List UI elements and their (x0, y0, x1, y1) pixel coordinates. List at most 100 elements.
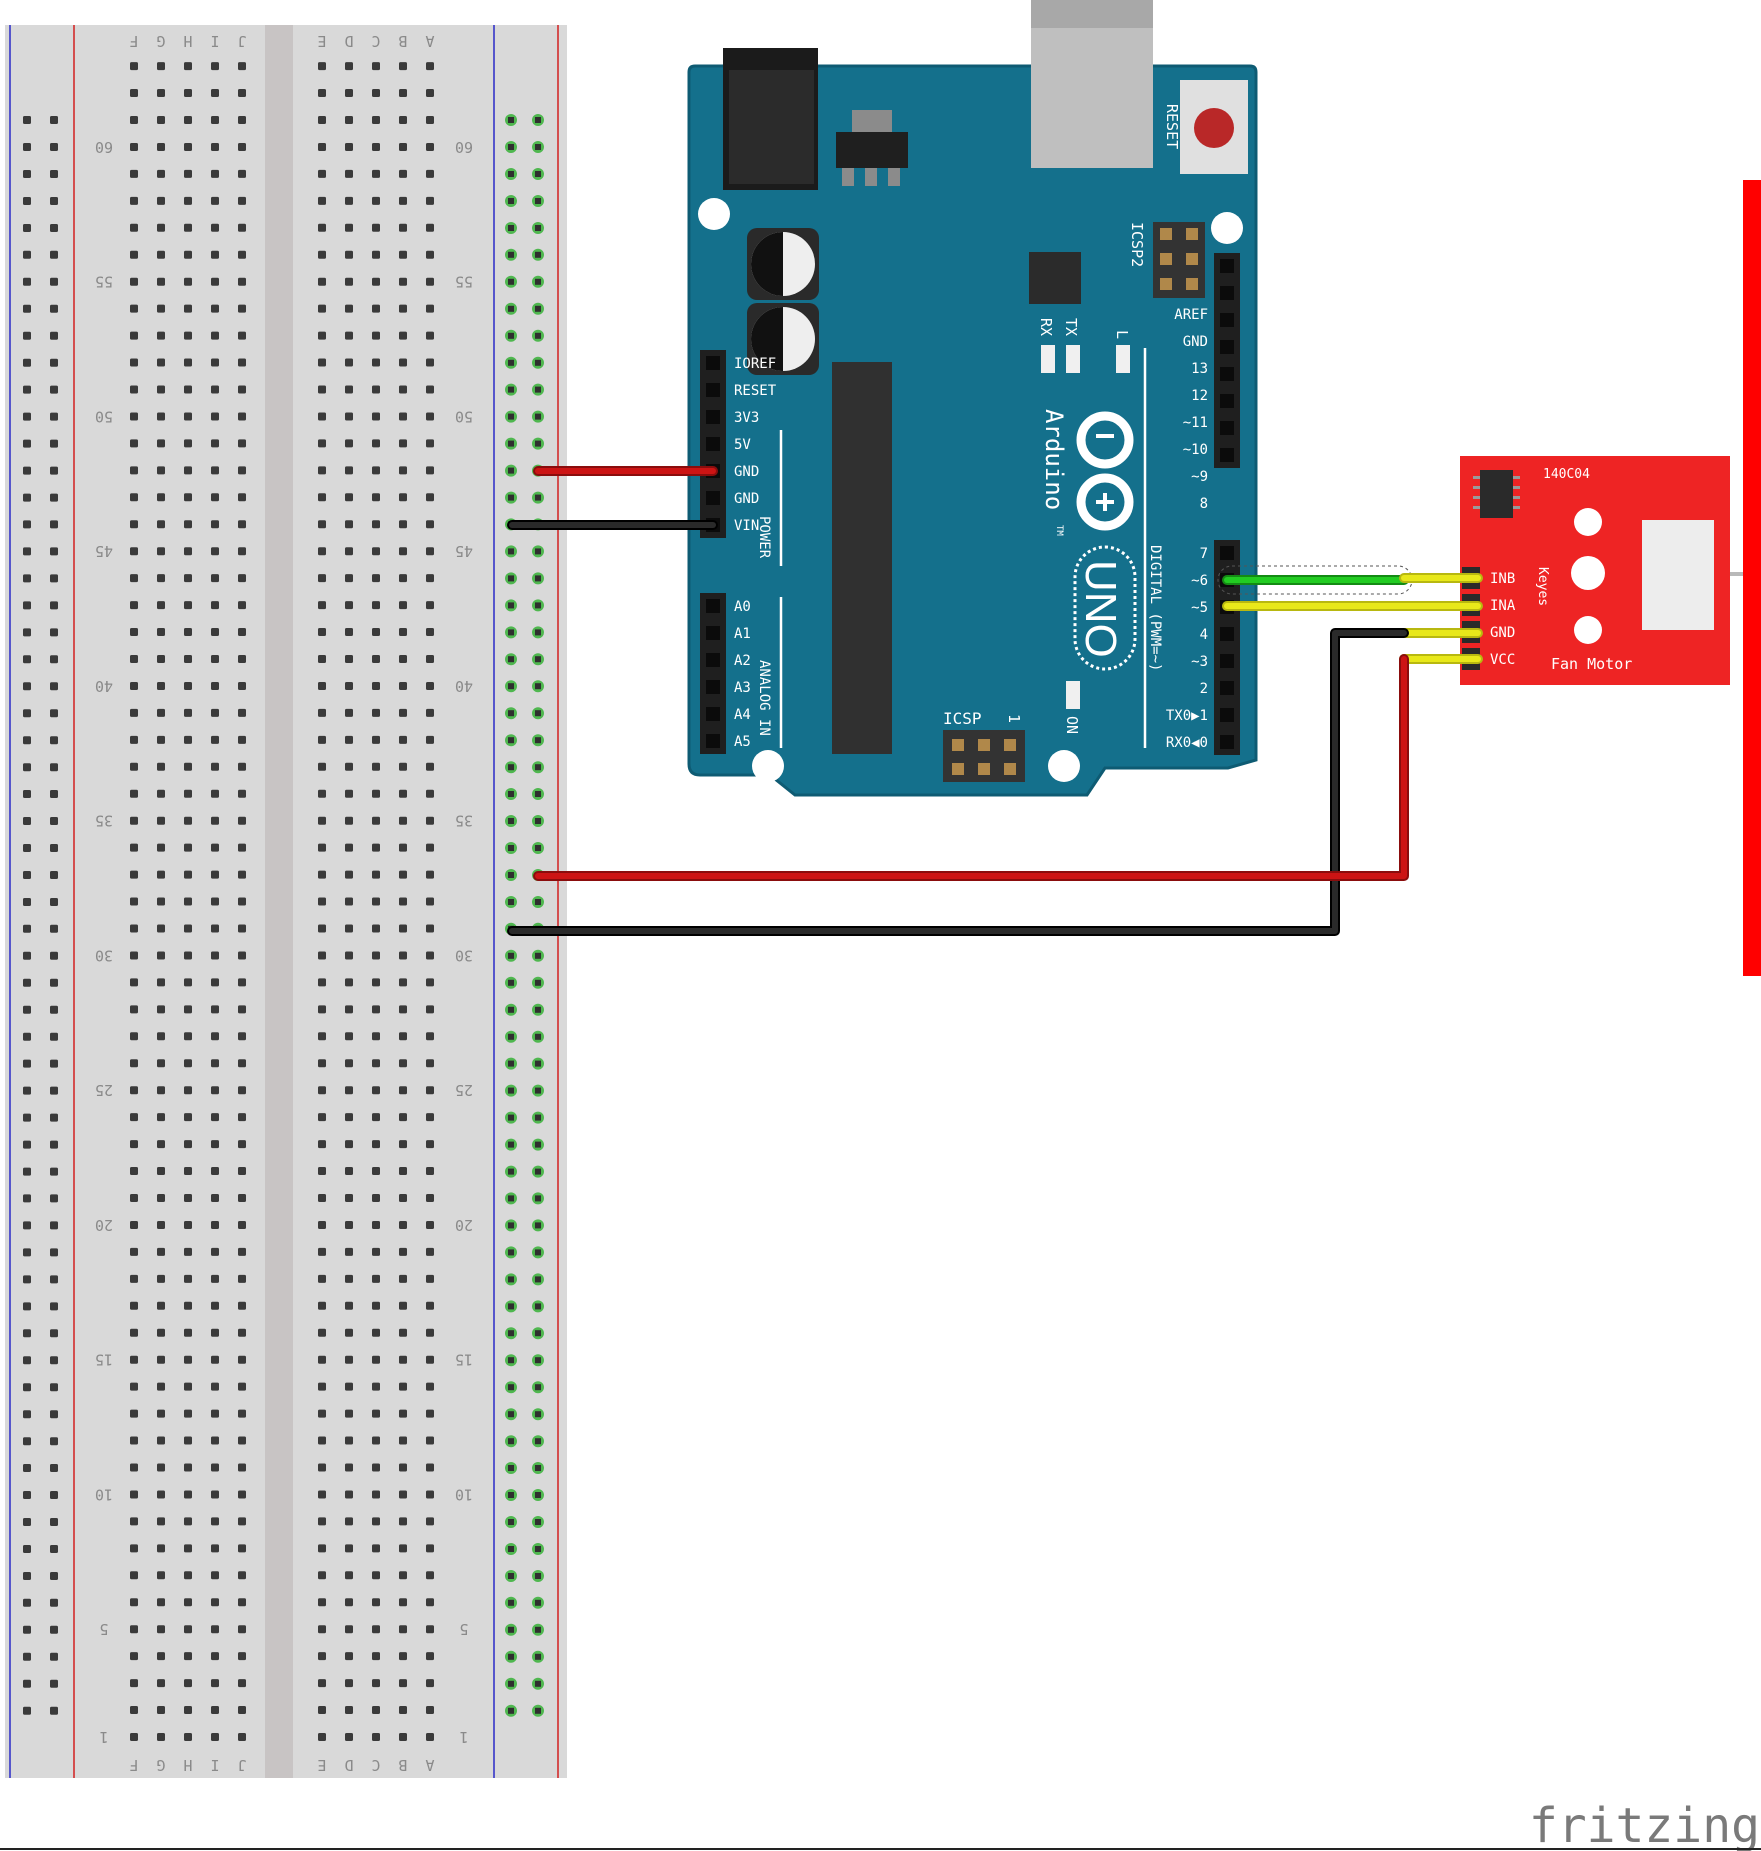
breadboard-hole[interactable] (157, 1086, 165, 1095)
header-pin[interactable] (1220, 654, 1234, 668)
breadboard-hole[interactable] (157, 1463, 165, 1472)
breadboard-hole[interactable] (318, 1194, 326, 1202)
breadboard-hole[interactable] (211, 277, 219, 286)
breadboard-hole[interactable] (399, 1220, 407, 1229)
breadboard-hole[interactable] (184, 789, 192, 798)
breadboard-hole[interactable] (130, 1328, 138, 1337)
breadboard-hole[interactable] (130, 1194, 138, 1202)
rail-hole[interactable] (50, 385, 58, 394)
breadboard-hole[interactable] (426, 439, 434, 448)
breadboard-hole[interactable] (238, 1409, 246, 1418)
breadboard-hole[interactable] (372, 628, 380, 637)
breadboard-hole[interactable] (238, 1652, 246, 1661)
breadboard-hole[interactable] (426, 277, 434, 286)
rail-hole[interactable] (23, 1491, 31, 1499)
breadboard-hole[interactable] (372, 574, 380, 583)
breadboard-hole[interactable] (372, 1706, 380, 1715)
rail-hole[interactable] (23, 898, 31, 906)
breadboard-hole[interactable] (318, 574, 326, 583)
breadboard-hole[interactable] (157, 520, 165, 529)
breadboard-hole[interactable] (211, 439, 219, 448)
breadboard-hole[interactable] (238, 1382, 246, 1391)
rail-hole[interactable] (23, 1572, 31, 1580)
breadboard-hole[interactable] (426, 1733, 434, 1741)
breadboard-hole[interactable] (130, 1032, 138, 1041)
breadboard-hole[interactable] (399, 223, 407, 232)
breadboard-hole[interactable] (157, 843, 165, 852)
breadboard-hole[interactable] (399, 978, 407, 987)
header-pin[interactable] (706, 437, 720, 451)
breadboard-hole[interactable] (345, 331, 353, 340)
breadboard-hole[interactable] (238, 547, 246, 556)
breadboard-hole[interactable] (184, 62, 192, 71)
breadboard-hole[interactable] (426, 924, 434, 933)
breadboard-hole[interactable] (372, 89, 380, 98)
rail-hole[interactable] (23, 331, 31, 340)
rail-hole[interactable] (50, 898, 58, 906)
breadboard-hole[interactable] (211, 1167, 219, 1176)
breadboard-hole[interactable] (345, 196, 353, 205)
breadboard-hole[interactable] (184, 142, 192, 151)
breadboard-hole[interactable] (130, 1409, 138, 1418)
breadboard-hole[interactable] (399, 1328, 407, 1337)
icsp2-pin[interactable] (1186, 278, 1198, 290)
rail-hole[interactable] (50, 978, 58, 987)
breadboard-hole[interactable] (345, 116, 353, 124)
breadboard-hole[interactable] (184, 1598, 192, 1607)
breadboard-hole[interactable] (345, 1625, 353, 1634)
rail-hole[interactable] (23, 1248, 31, 1257)
rail-hole[interactable] (50, 439, 58, 448)
breadboard-hole[interactable] (130, 196, 138, 205)
breadboard-hole[interactable] (426, 466, 434, 475)
breadboard-hole[interactable] (238, 735, 246, 744)
rail-hole[interactable] (23, 1140, 31, 1149)
breadboard-hole[interactable] (399, 1625, 407, 1634)
breadboard-hole[interactable] (399, 1113, 407, 1122)
breadboard-hole[interactable] (157, 1652, 165, 1661)
breadboard-hole[interactable] (318, 358, 326, 367)
breadboard-hole[interactable] (372, 439, 380, 448)
breadboard-hole[interactable] (426, 1571, 434, 1580)
breadboard-hole[interactable] (211, 304, 219, 313)
rail-hole[interactable] (50, 1491, 58, 1499)
breadboard-hole[interactable] (399, 1140, 407, 1149)
breadboard-hole[interactable] (130, 1086, 138, 1095)
breadboard-hole[interactable] (345, 412, 353, 421)
rail-hole[interactable] (50, 304, 58, 313)
icsp2-pin[interactable] (1160, 278, 1172, 290)
breadboard-hole[interactable] (345, 978, 353, 987)
breadboard-hole[interactable] (372, 1544, 380, 1553)
breadboard-hole[interactable] (372, 789, 380, 798)
breadboard-hole[interactable] (345, 520, 353, 529)
breadboard-hole[interactable] (426, 250, 434, 259)
breadboard-hole[interactable] (130, 1679, 138, 1688)
breadboard-hole[interactable] (426, 708, 434, 717)
breadboard-hole[interactable] (184, 951, 192, 960)
breadboard-hole[interactable] (238, 655, 246, 663)
breadboard-hole[interactable] (130, 439, 138, 448)
breadboard-hole[interactable] (318, 951, 326, 960)
breadboard-hole[interactable] (318, 1274, 326, 1283)
breadboard-hole[interactable] (130, 1571, 138, 1580)
rail-hole[interactable] (23, 736, 31, 745)
rail-hole[interactable] (50, 1086, 58, 1095)
icsp2-pin[interactable] (1186, 228, 1198, 240)
breadboard-hole[interactable] (238, 1005, 246, 1014)
rail-hole[interactable] (50, 1410, 58, 1419)
breadboard-hole[interactable] (238, 1220, 246, 1229)
rail-hole[interactable] (50, 1437, 58, 1446)
breadboard-hole[interactable] (157, 1517, 165, 1526)
breadboard-hole[interactable] (211, 1274, 219, 1283)
breadboard-hole[interactable] (211, 358, 219, 367)
rail-hole[interactable] (50, 1221, 58, 1230)
breadboard-hole[interactable] (130, 628, 138, 637)
breadboard-hole[interactable] (372, 169, 380, 178)
breadboard-hole[interactable] (372, 1409, 380, 1418)
rail-hole[interactable] (50, 358, 58, 367)
breadboard-hole[interactable] (211, 681, 219, 690)
breadboard-hole[interactable] (345, 601, 353, 610)
breadboard-hole[interactable] (238, 331, 246, 340)
breadboard-hole[interactable] (399, 520, 407, 529)
breadboard-hole[interactable] (345, 1409, 353, 1418)
breadboard-hole[interactable] (399, 1247, 407, 1256)
